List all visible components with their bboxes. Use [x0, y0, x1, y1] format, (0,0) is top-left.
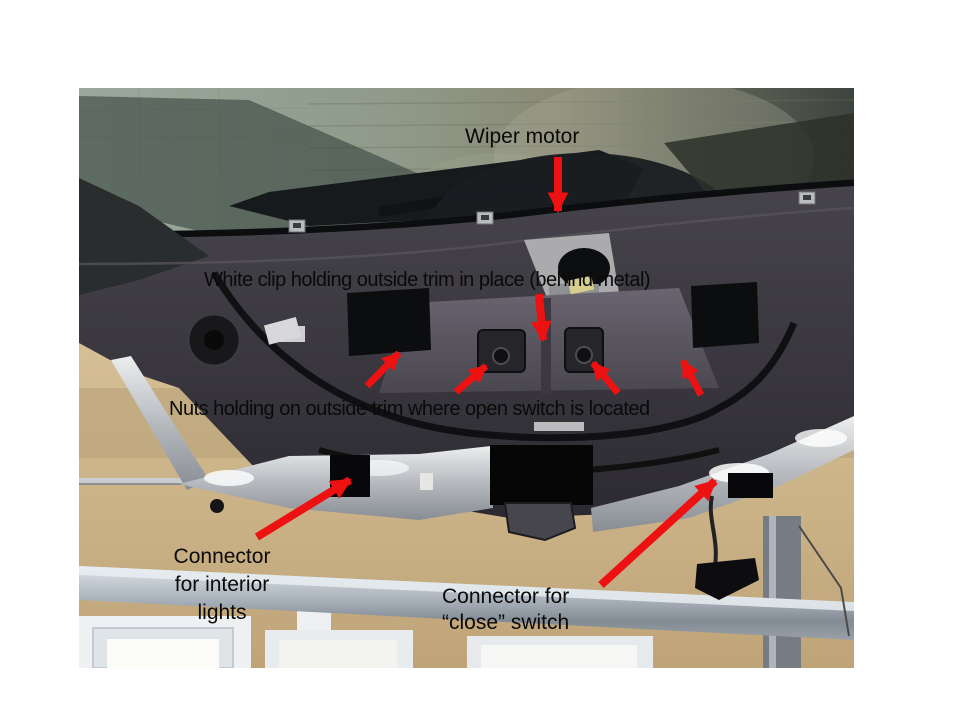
- wiper-motor-label: Wiper motor: [465, 125, 580, 148]
- interior-lights-label-line-2: for interior: [174, 573, 270, 596]
- interior-lights-connector-label: Connector for interior lights: [146, 543, 298, 627]
- interior-lights-label-line-3: lights: [197, 601, 247, 624]
- close-switch-label-line-2: “close” switch: [442, 611, 570, 634]
- close-switch-connector-label: Connector for “close” switch: [442, 584, 569, 636]
- interior-lights-label-line-1: Connector: [173, 545, 271, 568]
- close-switch-label-line-1: Connector for: [442, 585, 570, 608]
- white-clip-label: White clip holding outside trim in place…: [204, 269, 651, 291]
- nuts-label: Nuts holding on outside trim where open …: [169, 398, 650, 420]
